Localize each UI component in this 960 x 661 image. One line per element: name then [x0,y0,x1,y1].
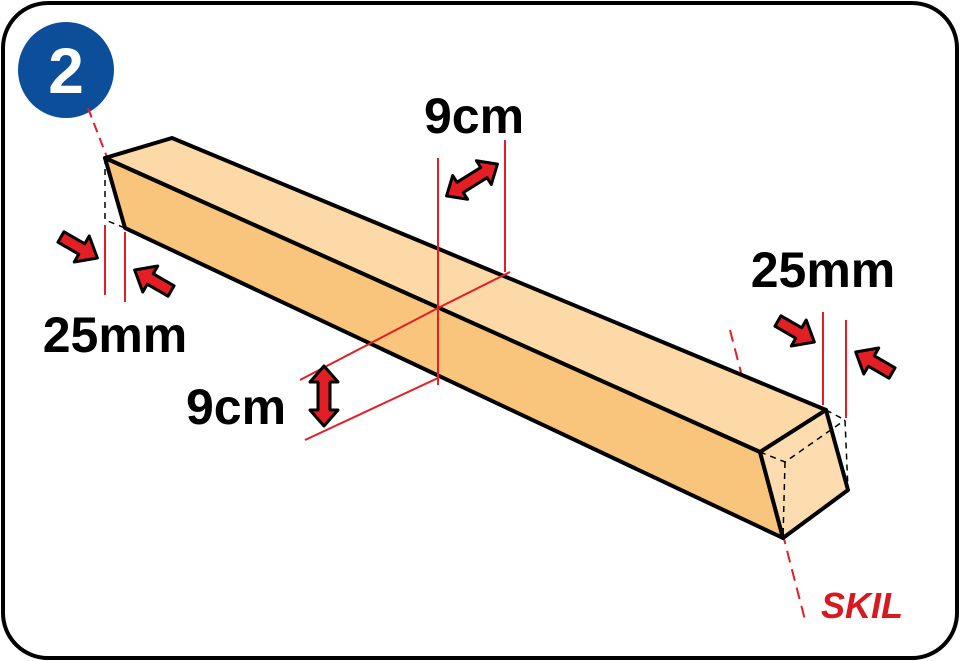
left-cut-label: 25mm [43,307,188,363]
left-arrow-in-a [56,230,99,264]
skil-logo: SKIL [821,585,903,626]
side-height-label: 9cm [186,379,286,435]
measure-lines [104,140,847,441]
width-across [437,271,511,309]
left-cut-line [87,107,111,166]
height-bottom-line [304,377,439,441]
right-arrow-in-b [854,346,897,380]
width-double-arrow [445,159,499,201]
height-double-arrow [308,364,340,428]
right-cut-outline-a [825,409,849,491]
right-cut-outline-c [782,461,786,539]
cut-outlines [104,158,849,539]
beam-edge [104,157,761,453]
arrows [56,159,897,428]
step-badge-circle [18,22,114,118]
right-arrow-in-a [773,314,816,348]
top-width-label: 9cm [424,88,524,144]
left-arrow-in-b [133,264,176,298]
step-badge: 2 [18,22,114,118]
right-cut-label: 25mm [751,242,896,298]
step-number: 2 [48,35,84,107]
